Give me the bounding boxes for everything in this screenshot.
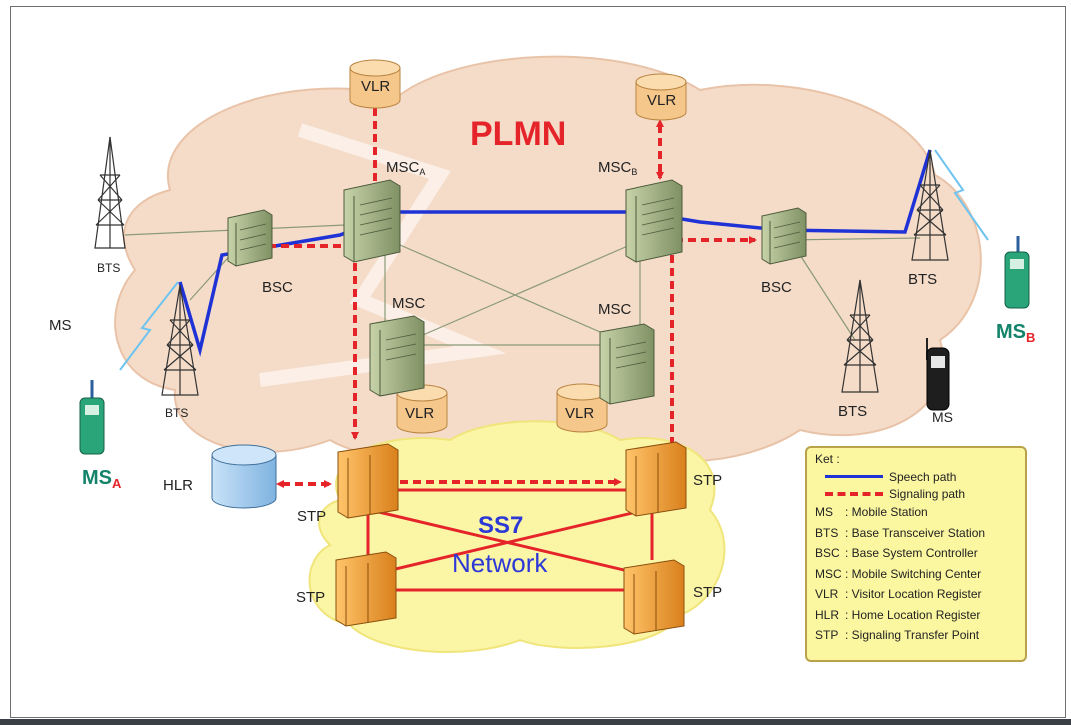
ms-left-label: MS bbox=[49, 317, 72, 334]
legend-title: Ket : bbox=[815, 452, 840, 466]
diagram-frame bbox=[10, 6, 1066, 718]
msc-mid-right-label: MSC bbox=[598, 301, 632, 318]
vlr-bottom-a-label: VLR bbox=[405, 405, 434, 422]
msc-b-label: MSCB bbox=[598, 159, 637, 177]
vlr-bottom-b-label: VLR bbox=[565, 405, 594, 422]
msc-b-icon bbox=[625, 179, 683, 263]
bsc-left-label: BSC bbox=[262, 279, 293, 296]
bsc-right-label: BSC bbox=[761, 279, 792, 296]
stp-bottom-right-label: STP bbox=[693, 584, 722, 601]
legend-speech-row: Speech path bbox=[815, 468, 1017, 485]
stp-top-left-label: STP bbox=[297, 508, 326, 525]
legend-entry: BTS: Base Transceiver Station bbox=[815, 525, 986, 540]
vlr-top-a-icon bbox=[349, 59, 401, 109]
plmn-title: PLMN bbox=[470, 115, 566, 153]
legend-signaling-label: Signaling path bbox=[889, 486, 966, 501]
ss7-label: SS7 bbox=[478, 512, 523, 539]
legend-entry: MSC: Mobile Switching Center bbox=[815, 566, 982, 581]
vlr-top-b-label: VLR bbox=[647, 92, 676, 109]
bts-top-right-label: BTS bbox=[908, 271, 937, 288]
stp-top-right-label: STP bbox=[693, 472, 722, 489]
legend-speech-label: Speech path bbox=[889, 469, 957, 484]
bottom-bar bbox=[0, 719, 1071, 725]
phone-ms-b-icon bbox=[1004, 236, 1030, 309]
legend-entry: MS: Mobile Station bbox=[815, 505, 928, 519]
hlr-icon bbox=[211, 444, 277, 509]
radio-links bbox=[119, 149, 989, 371]
stp-bottom-right-icon bbox=[623, 559, 685, 635]
bts-tower-top-left bbox=[94, 136, 126, 249]
msc-mid-left-icon bbox=[369, 315, 425, 397]
stp-bottom-left-icon bbox=[335, 551, 397, 627]
bts-bottom-right-label: BTS bbox=[838, 403, 867, 420]
ss7-links bbox=[365, 488, 654, 592]
bts-tower-top-right bbox=[911, 149, 949, 261]
msc-mid-left-label: MSC bbox=[392, 295, 426, 312]
legend-box: Ket : Speech path Signaling path MS: Mob… bbox=[805, 446, 1027, 662]
bts-bottom-left-label: BTS bbox=[165, 406, 188, 420]
signaling-paths bbox=[268, 108, 757, 488]
trunk-lines bbox=[124, 224, 921, 346]
ms-right-label: MS bbox=[932, 409, 953, 425]
legend-entry: VLR: Visitor Location Register bbox=[815, 587, 982, 601]
vlr-top-b-icon bbox=[635, 73, 687, 121]
phone-ms-right-icon bbox=[926, 338, 950, 411]
speech-line-sample bbox=[825, 475, 883, 478]
legend-entry: STP: Signaling Transfer Point bbox=[815, 628, 980, 642]
bsc-right-icon bbox=[761, 207, 807, 265]
speech-path bbox=[178, 149, 932, 357]
signaling-line-sample bbox=[825, 491, 883, 496]
bts-top-left-label: BTS bbox=[97, 261, 120, 275]
bts-tower-bottom-left bbox=[161, 284, 199, 396]
msc-a-icon bbox=[343, 179, 401, 263]
vlr-bottom-b-icon bbox=[556, 383, 608, 433]
legend-entry: BSC: Base System Controller bbox=[815, 546, 978, 560]
vlr-top-a-label: VLR bbox=[361, 78, 390, 95]
bts-tower-bottom-right bbox=[841, 279, 879, 393]
ss7-network-label: Network bbox=[452, 548, 548, 578]
stp-bottom-left-label: STP bbox=[296, 589, 325, 606]
stp-top-right-icon bbox=[625, 441, 687, 517]
msc-mid-right-icon bbox=[599, 323, 655, 405]
legend-signaling-row: Signaling path bbox=[815, 485, 1017, 502]
ms-b-label: MSB bbox=[996, 321, 1035, 345]
bsc-left-icon bbox=[227, 209, 273, 267]
msc-a-label: MSCA bbox=[386, 159, 425, 177]
stp-top-left-icon bbox=[337, 443, 399, 519]
hlr-label: HLR bbox=[163, 477, 193, 494]
phone-ms-a-icon bbox=[79, 380, 105, 455]
ms-a-label: MSA bbox=[82, 467, 122, 491]
legend-entry: HLR: Home Location Register bbox=[815, 607, 981, 622]
